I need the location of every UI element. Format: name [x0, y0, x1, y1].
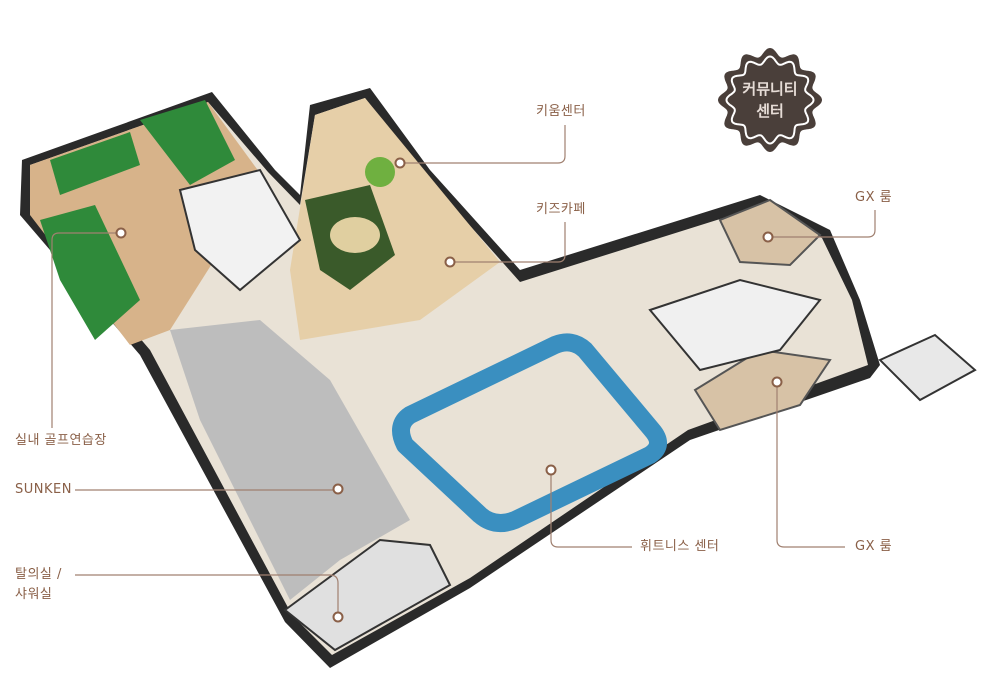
- marker-kium-center: [394, 157, 406, 169]
- rooms-block: [178, 168, 302, 292]
- marker-gx-room-bottom: [771, 376, 783, 388]
- label-kium-center: 키움센터: [536, 104, 586, 119]
- sandbox: [330, 217, 380, 253]
- label-locker-room: 탈의실 / 샤워실: [15, 565, 62, 605]
- golf-green: [140, 100, 235, 185]
- sunken-floor: [170, 320, 410, 600]
- label-indoor-golf: 실내 골프연습장: [15, 433, 107, 448]
- far-right-room: [878, 333, 977, 402]
- center-rooms: [648, 278, 822, 372]
- badge-scallop-ring: [725, 55, 815, 145]
- locker-rooms: [283, 538, 452, 652]
- marker-kids-cafe: [444, 256, 456, 268]
- badge-line2: 센터: [756, 102, 784, 120]
- label-gx-room-top: GX 룸: [855, 190, 893, 205]
- leader-lines: [51, 125, 876, 617]
- marker-sunken: [332, 483, 344, 495]
- marker-locker: [332, 611, 344, 623]
- label-fitness-center: 휘트니스 센터: [640, 539, 720, 554]
- running-track: [392, 333, 667, 533]
- community-center-badge: 커뮤니티 센터: [720, 78, 820, 122]
- label-sunken: SUNKEN: [15, 482, 72, 497]
- location-markers: [115, 157, 783, 623]
- play-mat: [365, 157, 395, 187]
- label-gx-room-bottom: GX 룸: [855, 539, 893, 554]
- badge-line1: 커뮤니티: [742, 80, 798, 98]
- label-locker-line2: 샤워실: [15, 587, 53, 602]
- label-kids-cafe: 키즈카페: [536, 202, 586, 217]
- marker-gx-room-top: [762, 231, 774, 243]
- marker-indoor-golf: [115, 227, 127, 239]
- golf-green: [50, 132, 140, 195]
- golf-green: [40, 205, 140, 340]
- marker-fitness-center: [545, 464, 557, 476]
- label-locker-line1: 탈의실 /: [15, 567, 62, 582]
